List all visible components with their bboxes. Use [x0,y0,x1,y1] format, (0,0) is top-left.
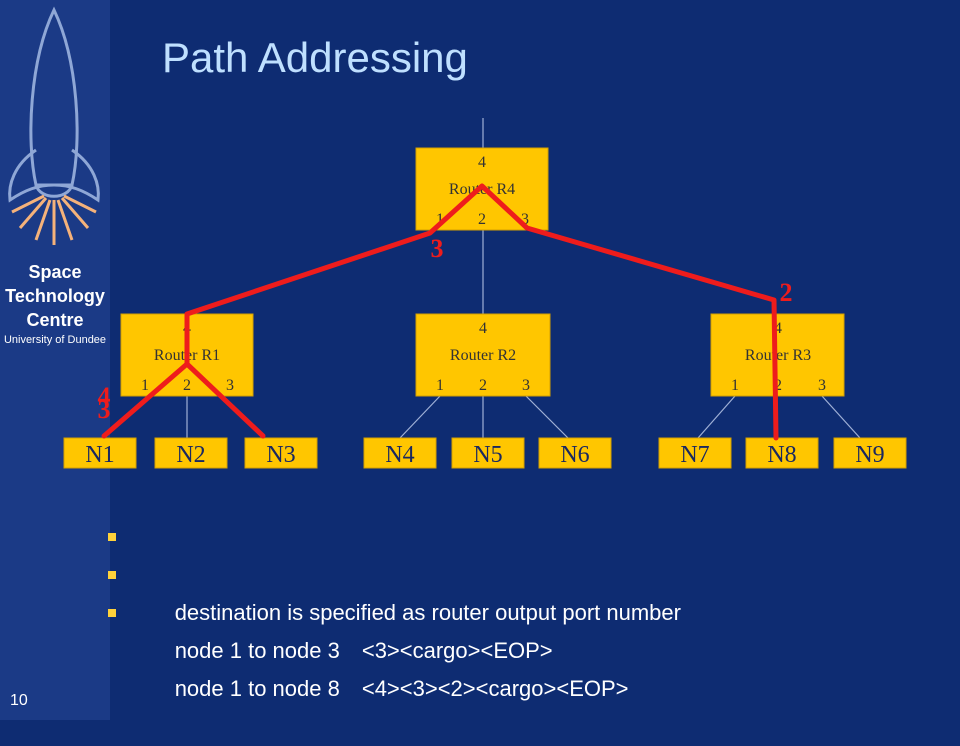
logo-line-3: Centre [26,310,84,330]
router-r4-name: Router R4 [449,181,515,198]
bullet-square-icon [108,533,116,541]
node-n9-label: N9 [855,442,884,468]
node-n4-label: N4 [385,442,414,468]
connection-lines [186,118,861,439]
router-r4-port-3: 3 [521,211,529,228]
node-n5: N5 [451,437,525,469]
path-label-r4-port: 3 [431,234,444,263]
router-r4-port-2: 2 [478,211,486,228]
bullet-item: node 1 to node 8 <4><3><2><cargo><EOP> [104,594,681,701]
node-n8: N8 [745,437,819,469]
router-r2-top-port: 4 [479,320,487,337]
path-node1-to-node3 [184,361,266,439]
router-r2-port-3: 3 [522,377,530,394]
bullet-item: node 1 to node 3 <3><cargo><EOP> [104,556,681,663]
node-n9: N9 [833,437,907,469]
node-n1: N1 [63,437,137,469]
slide-title: Path Addressing [162,34,468,81]
logo-line-4: University of Dundee [3,334,107,346]
sidebar-logo-panel: Space Technology Centre University of Du… [0,0,110,720]
router-r2-port-1: 1 [436,377,444,394]
router-r1-port-3: 3 [226,377,234,394]
page-number: 10 [10,692,28,709]
node-n3: N3 [244,437,318,469]
node-n8-label: N8 [767,442,796,468]
router-r2: 4 Router R2 1 2 3 [415,313,551,397]
router-r3-port-2: 2 [774,377,782,394]
node-n6: N6 [538,437,612,469]
router-r1-port-2: 2 [183,377,191,394]
router-r3-port-1: 1 [731,377,739,394]
router-r3-port-3: 3 [818,377,826,394]
node-n2: N2 [154,437,228,469]
node-n7-label: N7 [680,442,709,468]
node-n7: N7 [658,437,732,469]
bullet-text: node 1 to node 8 [174,676,340,701]
bullet-text: destination is specified as router outpu… [174,600,681,625]
router-r2-name: Router R2 [450,347,516,364]
router-r3-name: Router R3 [745,347,811,364]
path-node1-to-node8 [101,183,779,441]
node-n3-label: N3 [266,442,295,468]
bullet-item: destination is specified as router outpu… [104,518,681,625]
router-r1-port-1: 1 [141,377,149,394]
bullet-square-icon [108,571,116,579]
node-n1-label: N1 [85,442,114,468]
bullet-path: <4><3><2><cargo><EOP> [361,676,629,701]
node-n6-label: N6 [560,442,589,468]
bullet-text: node 1 to node 3 [174,638,340,663]
router-r4-top-port: 4 [478,154,486,171]
router-r2-port-2: 2 [479,377,487,394]
slide: Space Technology Centre University of Du… [0,0,907,720]
node-n5-label: N5 [473,442,502,468]
bullet-path: <3><cargo><EOP> [361,638,553,663]
path-label-r3-port: 2 [780,278,793,307]
logo-line-2: Technology [5,286,105,306]
network-diagram: 4 Router R4 1 2 3 4 Router R1 1 2 3 4 Ro… [63,118,907,469]
node-n2-label: N2 [176,442,205,468]
path-label-r1-port-3: 3 [98,395,111,424]
router-r4-port-1: 1 [436,211,444,228]
bullet-square-icon [108,609,116,617]
rocket-logo-icon [8,6,100,245]
path-label-r1-port-4: 4 [98,382,111,411]
node-n4: N4 [363,437,437,469]
bullet-list: destination is specified as router outpu… [104,518,681,701]
router-r3-top-port: 4 [774,320,782,337]
logo-line-1: Space [28,262,82,282]
